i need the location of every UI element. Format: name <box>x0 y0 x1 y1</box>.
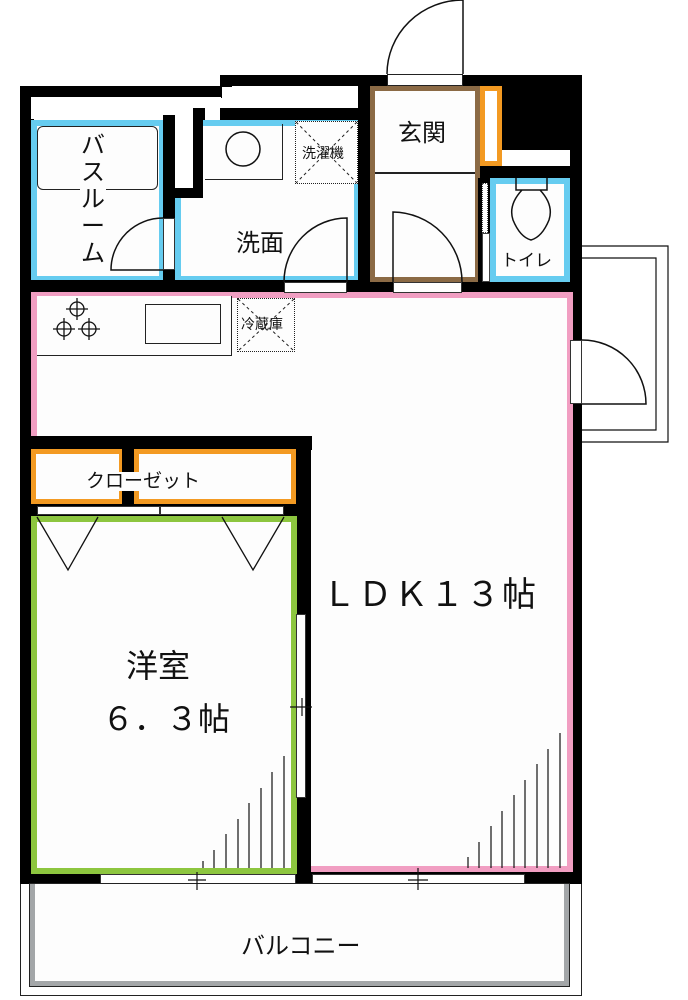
shaft-gap <box>502 150 570 166</box>
stove-burners-icon <box>53 298 100 340</box>
front-door-frame <box>387 74 463 86</box>
outer-wall-top-left <box>20 86 222 98</box>
western-room-label-line2: ６．３帖 <box>102 700 231 738</box>
washroom-label: 洗面 <box>236 229 284 257</box>
side-door-gap <box>570 340 582 404</box>
western-room-label-line1: 洋室 <box>126 647 191 685</box>
washing-machine-label: 洗濯機 <box>302 146 344 162</box>
ldk-label: ＬＤＫ１３帖 <box>322 575 538 615</box>
inner-sliding-door <box>296 614 306 798</box>
wall-toilet-top <box>480 166 580 178</box>
outer-wall-right-upper <box>570 75 582 883</box>
balcony-rail <box>29 883 570 987</box>
top-gap-left <box>31 97 221 119</box>
toilet-partition-lower <box>482 233 490 282</box>
top-gap-mid <box>232 86 358 108</box>
room-entrance <box>370 86 480 282</box>
closet-label: クローゼット <box>86 470 201 492</box>
closet-door-swing-left-icon <box>36 516 99 572</box>
inner-door-mark-icon <box>290 698 312 716</box>
window-western <box>100 874 296 884</box>
closet-door-left <box>37 506 160 515</box>
bathroom-label-char: バ <box>81 131 105 159</box>
entrance-door-swing-icon <box>392 211 463 283</box>
outdoor-unit-frame <box>582 245 669 443</box>
washbasin-icon <box>225 131 261 167</box>
toilet-label: トイレ <box>501 251 552 271</box>
pipe-shaft <box>500 75 580 150</box>
bathroom-label-char: ス <box>81 158 105 186</box>
shoe-cabinet <box>480 86 502 166</box>
western-window-hatch-icon <box>188 756 285 890</box>
entrance-step-line <box>375 172 475 174</box>
side-door-swing-icon <box>581 339 647 405</box>
entrance-label: 玄関 <box>398 119 446 147</box>
bath-door-gap <box>163 218 175 270</box>
room-western <box>31 516 297 874</box>
toilet-icon <box>510 178 552 241</box>
bathroom-label: バ ス ル ー ム <box>80 132 106 267</box>
kitchen-counter <box>37 296 232 356</box>
fridge-label: 冷蔵庫 <box>241 317 283 333</box>
toilet-partition <box>482 183 488 233</box>
wall-ldk-western-top <box>20 436 312 450</box>
front-door-swing-icon <box>386 0 464 75</box>
notch-gap <box>175 108 193 188</box>
closet-door-swing-right-icon <box>221 516 285 572</box>
kitchen-sink <box>145 304 221 344</box>
wash-door-gap <box>284 282 347 293</box>
wash-door-swing-icon <box>283 217 348 283</box>
closet-door-right <box>160 506 284 515</box>
bath-door-swing-icon <box>110 217 164 271</box>
bathroom-label-char: ム <box>81 239 105 267</box>
bathroom-label-char: ル <box>81 185 105 213</box>
wall-wash-right <box>358 86 372 286</box>
balcony-label: バルコニー <box>241 932 361 960</box>
entrance-door-gap <box>393 282 462 293</box>
bathroom-label-char: ー <box>81 212 105 240</box>
wall-under-topgap <box>220 108 370 120</box>
ldk-window-hatch-icon <box>408 733 561 890</box>
washbasin-counter <box>205 124 283 180</box>
